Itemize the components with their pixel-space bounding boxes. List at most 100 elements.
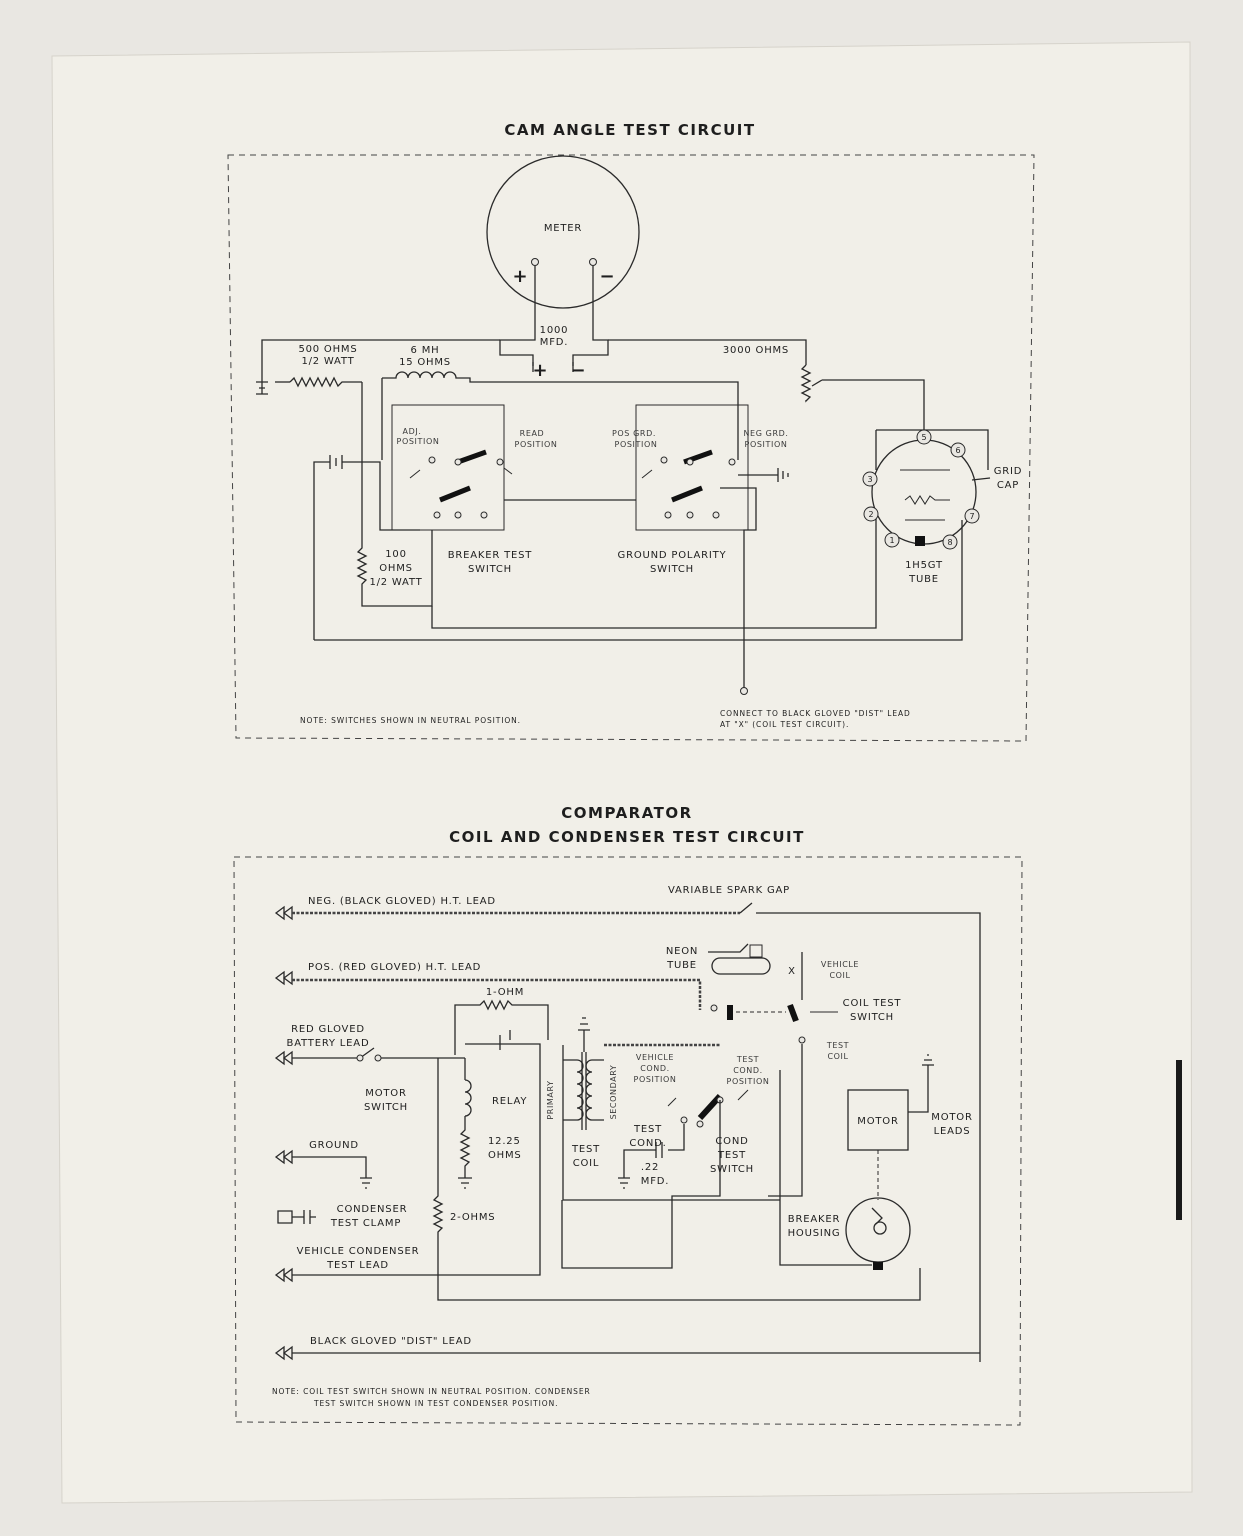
- clamp-label-2: TEST CLAMP: [330, 1218, 401, 1229]
- pos-lead-label: POS. (RED GLOVED) H.T. LEAD: [308, 962, 481, 973]
- r1225-ohms-label: OHMS: [488, 1150, 522, 1161]
- comparator-note: NOTE: COIL TEST SWITCH SHOWN IN NEUTRAL …: [272, 1387, 591, 1396]
- bottom-return-wire: [314, 520, 963, 641]
- pin-1: 1: [889, 536, 894, 545]
- vehicle-cond-label-2: COND.: [640, 1064, 670, 1073]
- r100-label: 100: [385, 549, 407, 560]
- cam-angle-note: NOTE: SWITCHES SHOWN IN NEUTRAL POSITION…: [300, 716, 521, 725]
- pin-6: 6: [955, 446, 960, 455]
- comparator-frame: [233, 856, 1023, 1426]
- battery-top: [256, 375, 290, 395]
- test-coil-label-2: COIL: [573, 1158, 600, 1169]
- cap-1000-label: 1000: [540, 325, 569, 336]
- cond-switch-label: COND: [715, 1136, 748, 1147]
- cam-angle-frame: [227, 154, 1035, 742]
- red-battery-label-2: BATTERY LEAD: [287, 1038, 370, 1049]
- cond-test-switch[interactable]: [667, 1089, 749, 1128]
- coil-low-wire: [562, 1195, 780, 1201]
- ground-symbol-1: [738, 468, 789, 482]
- neg-lead-label: NEG. (BLACK GLOVED) H.T. LEAD: [308, 896, 496, 907]
- connect-note: CONNECT TO BLACK GLOVED "DIST" LEAD: [720, 709, 911, 718]
- pin-2: 2: [868, 510, 873, 519]
- cam-angle-title: CAM ANGLE TEST CIRCUIT: [504, 121, 755, 139]
- r3000-label: 3000 OHMS: [723, 345, 789, 356]
- adj-pos-label-2: POSITION: [397, 437, 440, 446]
- vehicle-cond-label-3: POSITION: [634, 1075, 677, 1084]
- cap-minus-label: −: [570, 360, 585, 381]
- coil-test-switch-label-2: SWITCH: [850, 1012, 894, 1023]
- test-cond-pos-label-2: COND.: [733, 1066, 763, 1075]
- coil-test-switch-label: COIL TEST: [843, 998, 902, 1009]
- breaker-test-switch[interactable]: [391, 404, 513, 531]
- pin-5: 5: [921, 433, 926, 442]
- meter-minus-label: −: [599, 266, 614, 287]
- spark-gap-label: VARIABLE SPARK GAP: [668, 885, 790, 896]
- paper-sheet: [51, 41, 1193, 1504]
- vehicle-coil-label: VEHICLE: [821, 960, 859, 969]
- r100-ohms-label: OHMS: [379, 563, 413, 574]
- neon-tube-label: TUBE: [666, 960, 697, 971]
- two-ohm-label: 2-OHMS: [450, 1212, 495, 1223]
- relay: [458, 1030, 541, 1189]
- meter-label: METER: [544, 223, 582, 234]
- pin-3: 3: [867, 475, 872, 484]
- motor-leads-label-2: LEADS: [934, 1126, 971, 1137]
- cond-switch-label-2: TEST: [717, 1150, 746, 1161]
- comparator-note-2: TEST SWITCH SHOWN IN TEST CONDENSER POSI…: [313, 1399, 558, 1408]
- cond-switch-label-3: SWITCH: [710, 1164, 754, 1175]
- spark-gap[interactable]: [739, 902, 981, 1362]
- grid-cap-lead: [971, 477, 991, 481]
- vehicle-cond-label: VEHICLE: [636, 1053, 674, 1062]
- motor-switch-label-2: SWITCH: [364, 1102, 408, 1113]
- resistor-100-ohms: [356, 458, 433, 607]
- r1225-label: 12.25: [488, 1136, 521, 1147]
- test-condenser: [618, 1124, 685, 1189]
- coil-15ohm-label: 15 OHMS: [399, 357, 451, 368]
- neon-label: NEON: [666, 946, 698, 957]
- one-ohm-label: 1-OHM: [486, 987, 524, 998]
- test-cond-label: TEST: [633, 1124, 662, 1135]
- tube-label: TUBE: [908, 574, 939, 585]
- breaker-test-switch-label: BREAKER TEST: [448, 550, 533, 561]
- x-mark: X: [788, 966, 796, 977]
- test-cond-pos-label: TEST: [736, 1055, 759, 1064]
- grid-cap-label: GRID: [994, 466, 1023, 477]
- meter-cap-plates: [532, 362, 574, 372]
- neg-grd-label: NEG GRD.: [743, 429, 788, 438]
- ground-polarity-label-2: SWITCH: [650, 564, 694, 575]
- test-coil-pos-label: TEST: [826, 1041, 849, 1050]
- clamp-label: CONDENSER: [337, 1204, 408, 1215]
- test-cond-pos-label-3: POSITION: [727, 1077, 770, 1086]
- ground-polarity-switch[interactable]: [635, 404, 749, 531]
- breaker-label: BREAKER: [788, 1214, 840, 1225]
- vehicle-condenser-lead-wire: [292, 1058, 541, 1276]
- coil-6mh-label: 6 MH: [411, 345, 440, 356]
- coil-test-switch[interactable]: [710, 1003, 838, 1044]
- motor-leads-label: MOTOR: [931, 1112, 972, 1123]
- meter-plus-label: +: [512, 266, 527, 287]
- connect-terminal[interactable]: [740, 687, 748, 695]
- top-left-wire: [261, 339, 500, 375]
- pin-8: 8: [947, 538, 952, 547]
- breaker-housing-label: HOUSING: [788, 1228, 841, 1239]
- vc-lead-label: VEHICLE CONDENSER: [297, 1246, 420, 1257]
- red-battery-label: RED GLOVED: [291, 1024, 365, 1035]
- r100-watt-label: 1/2 WATT: [369, 577, 422, 588]
- choke-coil-6mh: [381, 371, 739, 460]
- tube-return-wire: [431, 512, 877, 629]
- secondary-label: SECONDARY: [609, 1065, 618, 1120]
- top-right-wire: [608, 339, 807, 365]
- cap-22-label: .22: [641, 1162, 659, 1173]
- pin-7: 7: [969, 512, 974, 521]
- connect-note-2: AT "X" (COIL TEST CIRCUIT).: [720, 720, 849, 729]
- pot-wiper-wire: [811, 379, 925, 430]
- ground-polarity-label: GROUND POLARITY: [618, 550, 727, 561]
- comparator-title: COMPARATOR: [561, 804, 692, 822]
- comparator-subtitle: COIL AND CONDENSER TEST CIRCUIT: [449, 828, 805, 846]
- test-coil-pos-label-2: COIL: [827, 1052, 848, 1061]
- resistor-1-ohm: [454, 999, 549, 1055]
- test-coil-label: TEST: [571, 1144, 600, 1155]
- adj-pos-label: ADJ.: [403, 427, 422, 436]
- test-coil-transformer: [562, 1017, 604, 1195]
